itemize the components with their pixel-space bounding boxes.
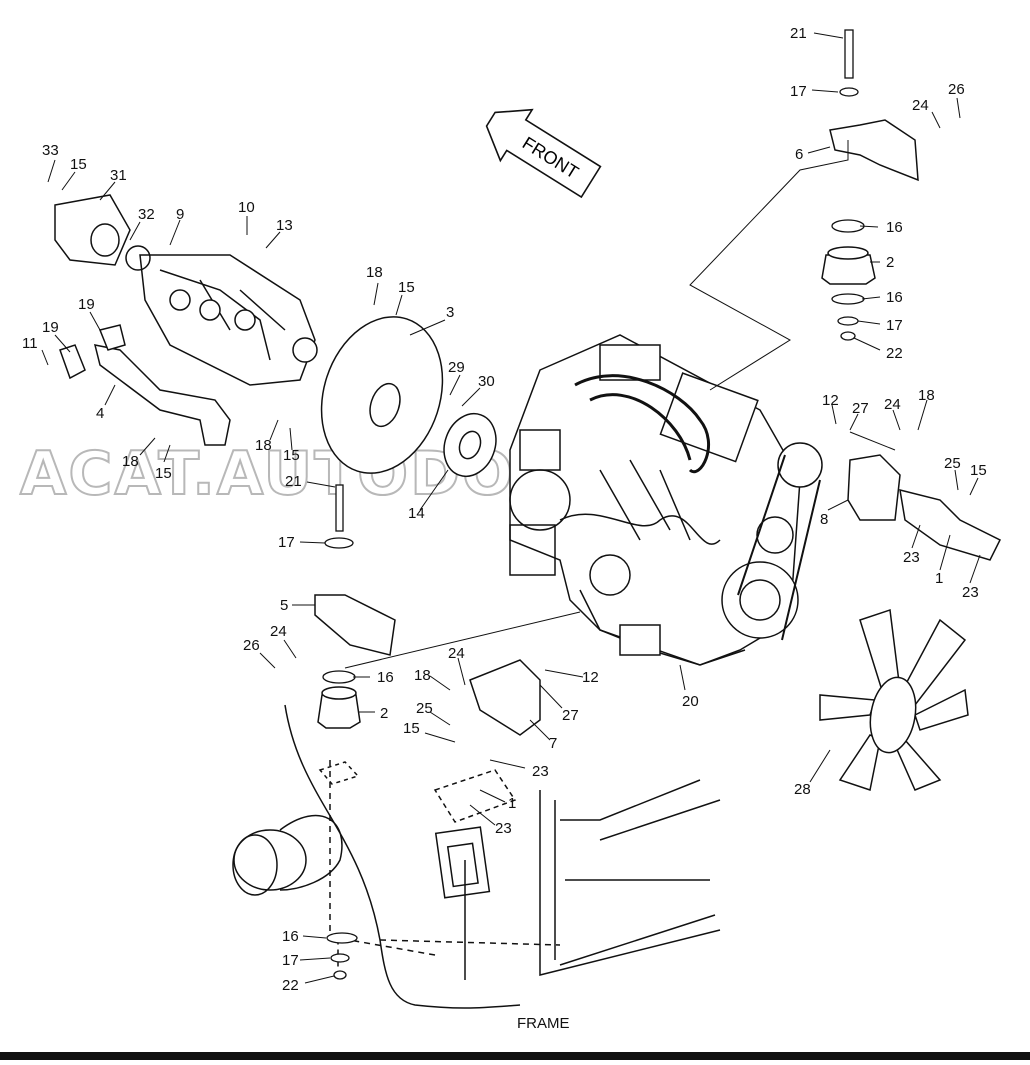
callout-18: 18 [414, 667, 431, 684]
callout-15: 15 [283, 447, 300, 464]
callout-18: 18 [255, 437, 272, 454]
callout-32: 32 [138, 206, 155, 223]
callout-10: 10 [238, 199, 255, 216]
engine [509, 334, 823, 666]
callout-13: 13 [276, 217, 293, 234]
callout-27: 27 [562, 707, 579, 724]
mount-brackets [314, 119, 1002, 736]
front-arrow: FRONT [485, 108, 602, 199]
callout-23: 23 [903, 549, 920, 566]
callout-11: 11 [22, 335, 38, 352]
callout-14: 14 [408, 505, 425, 522]
callout-22: 22 [886, 345, 903, 362]
bracket-4 [59, 324, 231, 446]
callout-1: 1 [935, 570, 943, 587]
callout-24: 24 [912, 97, 929, 114]
callout-24: 24 [270, 623, 287, 640]
callout-17: 17 [886, 317, 903, 334]
callout-21: 21 [790, 25, 807, 42]
callout-23: 23 [962, 584, 979, 601]
callout-16: 16 [886, 219, 903, 236]
callout-23: 23 [495, 820, 512, 837]
callout-16: 16 [886, 289, 903, 306]
hydraulic-pump [54, 194, 318, 386]
callout-12: 12 [582, 669, 599, 686]
callout-24: 24 [884, 396, 901, 413]
callout-29: 29 [448, 359, 465, 376]
bottom-border [0, 1052, 1030, 1060]
callout-19: 19 [78, 296, 95, 313]
callout-18: 18 [918, 387, 935, 404]
callout-5: 5 [280, 597, 288, 614]
callout-27: 27 [852, 400, 869, 417]
callout-15: 15 [70, 156, 87, 173]
callout-4: 4 [96, 405, 104, 422]
callout-9: 9 [176, 206, 184, 223]
callout-20: 20 [682, 693, 699, 710]
callout-33: 33 [42, 142, 59, 159]
callout-2: 2 [886, 254, 894, 271]
callout-8: 8 [820, 511, 828, 528]
cooling-fan [819, 608, 969, 791]
callout-16: 16 [282, 928, 299, 945]
callout-17: 17 [790, 83, 807, 100]
callout-1: 1 [508, 795, 516, 812]
callout-28: 28 [794, 781, 811, 798]
callout-15: 15 [403, 720, 420, 737]
callout-18: 18 [366, 264, 383, 281]
callout-15: 15 [970, 462, 987, 479]
callout-12: 12 [822, 392, 839, 409]
callout-17: 17 [278, 534, 295, 551]
callout-31: 31 [110, 167, 127, 184]
callout-26: 26 [243, 637, 260, 654]
callout-15: 15 [398, 279, 415, 296]
callout-21: 21 [285, 473, 302, 490]
callout-25: 25 [944, 455, 961, 472]
rubber-mounts [317, 246, 876, 729]
callout-2: 2 [380, 705, 388, 722]
callout-25: 25 [416, 700, 433, 717]
callout-22: 22 [282, 977, 299, 994]
callout-6: 6 [795, 146, 803, 163]
callouts: 21 17 24 26 6 16 2 16 17 22 33 15 31 32 … [22, 25, 987, 994]
leader-lines [41, 32, 981, 984]
callout-17: 17 [282, 952, 299, 969]
hardware [322, 29, 865, 980]
callout-26: 26 [948, 81, 965, 98]
coupling [443, 412, 497, 478]
callout-19: 19 [42, 319, 59, 336]
frame-label: FRAME [517, 1015, 570, 1032]
callout-23: 23 [532, 763, 549, 780]
callout-30: 30 [478, 373, 495, 390]
callout-24: 24 [448, 645, 465, 662]
callout-16: 16 [377, 669, 394, 686]
flywheel [320, 316, 444, 474]
callout-18: 18 [122, 453, 139, 470]
callout-7: 7 [549, 735, 557, 752]
callout-15: 15 [155, 465, 172, 482]
callout-3: 3 [446, 304, 454, 321]
frame [232, 704, 721, 1009]
